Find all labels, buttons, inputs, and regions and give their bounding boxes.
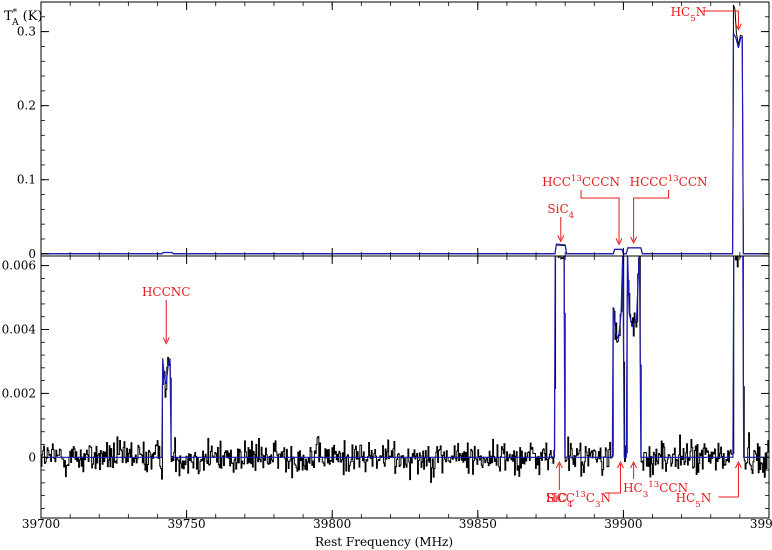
- annotation-lower-1: SiC4: [546, 460, 573, 510]
- x-axis-label: Rest Frequency (MHz): [315, 535, 453, 549]
- upper-model-series-line: [41, 32, 769, 255]
- annotation-arrowhead: [734, 460, 742, 469]
- annotation-line: [718, 464, 739, 498]
- annotation-label: HC5N: [671, 5, 707, 24]
- annotation-arrowhead: [630, 460, 638, 469]
- lower-panel-frame: [40, 255, 770, 519]
- x-tick-label: 39900: [604, 517, 642, 531]
- annotation-upper-0: SiC4: [547, 202, 575, 243]
- lower-series-group: [41, 256, 769, 483]
- x-tick-label: 39750: [168, 517, 206, 531]
- upper-y-tick-label: 0.1: [17, 173, 36, 187]
- annotation-arrowhead: [630, 236, 638, 245]
- annotation-lower-3: HC313CCN: [623, 460, 688, 500]
- lower-model-series-line: [41, 256, 769, 458]
- annotation-line: [580, 190, 620, 243]
- upper-y-tick-label: 0.2: [17, 99, 36, 113]
- x-tick-label: 39800: [313, 517, 351, 531]
- x-tick-label: 39700: [22, 517, 60, 531]
- frames-group: 39700 39750 39800 39850 39900 39950: [22, 1, 772, 531]
- lower-y-tick-label: 0: [28, 450, 36, 464]
- annotation-label: HCC13C3N: [546, 490, 611, 510]
- lower-y-tick-label: 0.002: [2, 386, 36, 400]
- annotation-lower-4: HC5N: [676, 460, 742, 510]
- annotation-label: HCC13CCCN: [542, 174, 620, 189]
- annotation-upper-2: HCCC13CCN: [630, 174, 708, 245]
- annotation-label: HCCNC: [142, 285, 191, 299]
- upper-y-tick-label: 0: [28, 247, 36, 261]
- annotation-line: [604, 464, 621, 494]
- annotation-upper-3: HC5N: [671, 5, 742, 31]
- upper-panel-frame: [40, 1, 770, 257]
- annotation-label: HCCC13CCN: [630, 174, 708, 189]
- y-axis-label: T*A(K): [4, 8, 43, 28]
- upper-panel: 0 0.1 0.2 0.3 SiC4 HCC13CCCN HCCC13CCN HC5N: [17, 1, 770, 261]
- annotation-upper-1: HCC13CCCN: [542, 174, 623, 246]
- annotation-arrowhead: [734, 23, 742, 31]
- annotation-line: [633, 190, 670, 241]
- upper-ticks-group: 0 0.1 0.2 0.3: [17, 1, 770, 261]
- upper-y-tick-label: 0.3: [17, 25, 36, 39]
- x-tick-label: 39950: [750, 517, 772, 531]
- annotation-label: SiC4: [546, 491, 573, 510]
- annotation-label: SiC4: [547, 202, 574, 221]
- x-tick-label: 39850: [459, 517, 497, 531]
- annotation-arrowhead: [615, 238, 623, 246]
- annotation-arrowhead: [555, 460, 563, 469]
- annotation-arrowhead: [162, 337, 170, 345]
- upper-series-group: [41, 4, 769, 255]
- annotation-lower-2: HCC13C3N: [546, 460, 624, 510]
- annotation-label: HC313CCN: [623, 480, 688, 500]
- lower-ticks-group: 0 0.002 0.004 0.006: [2, 256, 770, 518]
- annotation-line: [702, 10, 739, 28]
- upper-observed-series-line: [41, 4, 769, 255]
- annotation-lower-0: HCCNC: [142, 285, 191, 345]
- annotation-arrowhead: [617, 460, 624, 469]
- annotation-arrowhead: [557, 235, 565, 243]
- lower-observed-series-line: [41, 256, 769, 483]
- annotation-label: HC5N: [676, 491, 712, 510]
- lower-y-tick-label: 0.004: [2, 322, 37, 336]
- lower-y-tick-label: 0.006: [2, 259, 36, 273]
- upper-annotations-group: SiC4 HCC13CCCN HCCC13CCN HC5N: [542, 5, 742, 246]
